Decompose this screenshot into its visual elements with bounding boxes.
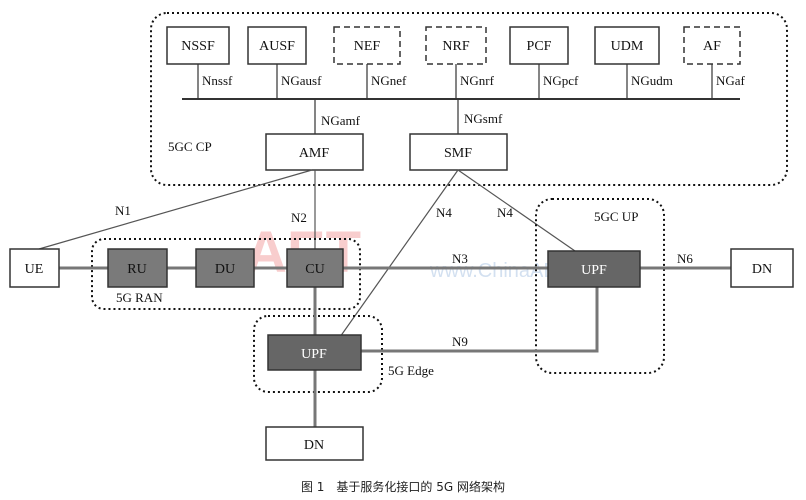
nf-af: AF NGaf xyxy=(683,26,746,99)
smf-box xyxy=(409,133,508,171)
nf-ausf: AUSF NGausf xyxy=(247,26,322,99)
nf-af-interface: NGaf xyxy=(716,73,746,88)
ran-label: 5G RAN xyxy=(116,290,163,305)
nf-nssf: NSSF Nnssf xyxy=(166,26,233,99)
n4-up-link xyxy=(457,169,576,252)
du-box xyxy=(195,248,255,288)
n4-edge-label: N4 xyxy=(436,205,452,220)
nf-nef-interface: NGnef xyxy=(371,73,407,88)
n4-edge-link xyxy=(339,169,459,338)
ru-label: RU xyxy=(127,262,146,277)
ue-box xyxy=(9,248,60,288)
amf-interface: NGamf xyxy=(321,113,361,128)
nf-ausf-label: AUSF xyxy=(259,39,295,54)
nf-af-label: AF xyxy=(703,39,721,54)
cp-label: 5GC CP xyxy=(168,139,212,154)
n1-link xyxy=(38,169,313,250)
edge-label: 5G Edge xyxy=(388,363,434,378)
du-label: DU xyxy=(215,262,235,277)
cp-region xyxy=(150,12,788,186)
amf-box xyxy=(265,133,364,171)
up-upf-label: UPF xyxy=(581,263,607,278)
n4-up-label: N4 xyxy=(497,205,513,220)
nf-udm: UDM NGudm xyxy=(594,26,673,99)
ue-label: UE xyxy=(25,262,44,277)
nf-ausf-interface: NGausf xyxy=(281,73,322,88)
n1-label: N1 xyxy=(115,203,131,218)
nf-nrf-interface: NGnrf xyxy=(460,73,495,88)
dn-right-box xyxy=(730,248,794,288)
nf-pcf-label: PCF xyxy=(527,39,552,54)
n9-link xyxy=(361,287,599,353)
edge-region xyxy=(253,315,383,393)
nf-nef: NEF NGnef xyxy=(333,26,407,99)
nf-udm-label: UDM xyxy=(611,39,644,54)
dn-bottom-label: DN xyxy=(304,438,324,453)
figure-caption: 图 1 基于服务化接口的 5G 网络架构 xyxy=(301,479,505,494)
n3-label: N3 xyxy=(452,251,468,266)
cu-label: CU xyxy=(305,262,324,277)
nf-nssf-interface: Nnssf xyxy=(202,73,233,88)
amf-label: AMF xyxy=(299,146,330,161)
nf-nrf-label: NRF xyxy=(442,39,469,54)
ru-box xyxy=(107,248,168,288)
dn-right-label: DN xyxy=(752,262,772,277)
up-upf-box xyxy=(547,250,641,288)
smf-interface: NGsmf xyxy=(464,111,503,126)
ran-region xyxy=(91,238,361,310)
edge-upf-label: UPF xyxy=(301,347,327,362)
n6-label: N6 xyxy=(677,251,693,266)
edge-upf-box xyxy=(267,334,362,371)
smf-label: SMF xyxy=(444,146,472,161)
up-label: 5GC UP xyxy=(594,209,638,224)
nf-udm-interface: NGudm xyxy=(631,73,673,88)
dn-bottom-box xyxy=(265,426,364,461)
nf-pcf-interface: NGpcf xyxy=(543,73,579,88)
up-region xyxy=(535,198,665,374)
n9-label: N9 xyxy=(452,334,468,349)
nf-nssf-label: NSSF xyxy=(181,39,215,54)
nf-nef-label: NEF xyxy=(354,39,381,54)
nf-pcf: PCF NGpcf xyxy=(509,26,579,99)
cu-box xyxy=(286,248,344,288)
nf-nrf: NRF NGnrf xyxy=(425,26,495,99)
n2-label: N2 xyxy=(291,210,307,225)
